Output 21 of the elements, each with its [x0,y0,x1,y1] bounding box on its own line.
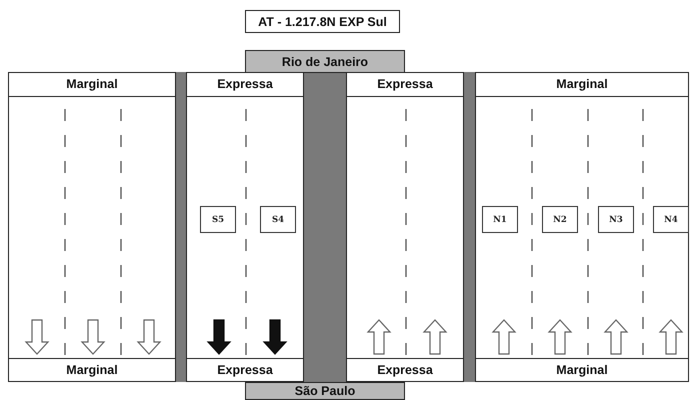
lane-sign: S5 [200,206,236,233]
lane-sign: N1 [482,206,518,233]
direction-tab: São Paulo [245,382,405,400]
roadway-panel [8,72,176,382]
roadway-panel [186,72,304,382]
direction-tab: Rio de Janeiro [245,50,405,73]
roadway-panel [346,72,464,382]
lane-sign: S4 [260,206,296,233]
lane-sign: N4 [653,206,689,233]
lane-sign: N2 [542,206,578,233]
roadway-heading: Expressa [347,73,463,97]
roadway-footer: Expressa [347,358,463,381]
lane-sign: N3 [598,206,634,233]
roadway-heading: Marginal [476,73,688,97]
roadway-footer: Marginal [476,358,688,381]
roadway-heading: Expressa [187,73,303,97]
roadway-footer: Marginal [9,358,175,381]
roadway-panel [475,72,689,382]
roadway-footer: Expressa [187,358,303,381]
title-box: AT - 1.217.8N EXP Sul [245,10,400,33]
roadway-heading: Marginal [9,73,175,97]
